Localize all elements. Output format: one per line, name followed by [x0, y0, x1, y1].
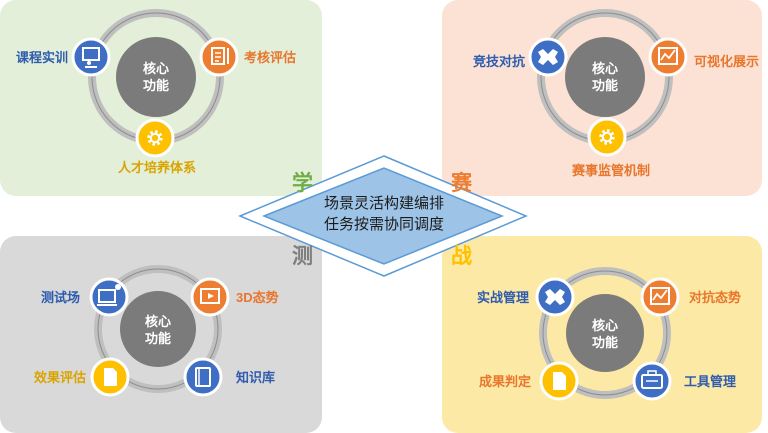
xue-core-line1: 核心 [143, 61, 169, 76]
label-effect-evaluation: 效果评估 [34, 370, 87, 385]
corner-xue: 学 [292, 172, 313, 195]
center-line1: 场景灵活构建编排 [323, 195, 444, 212]
zhan-cluster: 核心 功能 [535, 267, 680, 401]
zhan-core-line2: 功能 [592, 335, 618, 350]
zhan-core [566, 294, 644, 372]
label-test-range: 测试场 [41, 290, 81, 305]
label-contest: 竞技对抗 [473, 54, 526, 69]
sai-core-line1: 核心 [592, 61, 618, 76]
label-course-training: 课程实训 [16, 50, 69, 65]
center-diamond [261, 167, 504, 265]
label-result-judgment: 成果判定 [479, 374, 532, 389]
sai-core [565, 37, 645, 117]
ce-core [120, 291, 196, 367]
confrontation-chart-icon [640, 277, 680, 317]
label-confrontation-situation: 对抗态势 [689, 290, 742, 305]
gear-icon [135, 118, 175, 158]
assessment-icon [199, 37, 239, 77]
knowledge-book-icon [183, 357, 223, 397]
label-visualization: 可视化展示 [694, 54, 760, 69]
toolbox-icon [632, 361, 672, 401]
corner-ce: 测 [292, 245, 313, 268]
ce-cluster: 核心 功能 [89, 265, 230, 397]
label-talent-system: 人才培养体系 [118, 160, 197, 175]
evaluation-doc-icon [90, 357, 130, 397]
zhan-core-line1: 核心 [592, 318, 618, 333]
ce-core-line2: 功能 [145, 331, 171, 346]
label-knowledge-base: 知识库 [236, 370, 276, 385]
visual-display-icon [648, 37, 688, 77]
gear-icon [587, 117, 627, 157]
ce-core-line1: 核心 [145, 314, 171, 329]
3d-situation-icon [190, 277, 230, 317]
corner-sai: 赛 [451, 172, 472, 195]
result-doc-icon [539, 361, 579, 401]
corner-zhan: 战 [451, 245, 472, 268]
label-tool-management: 工具管理 [684, 374, 737, 389]
xue-cluster: 核心 功能 [71, 9, 239, 158]
contest-icon [528, 37, 568, 77]
center-line2: 任务按需协同调度 [323, 216, 444, 233]
training-icon [71, 37, 111, 77]
sai-cluster: 核心 功能 [528, 9, 688, 157]
label-event-supervision: 赛事监管机制 [572, 163, 651, 178]
xue-core [116, 37, 196, 117]
center-caption: 场景灵活构建编排 任务按需协同调度 [296, 193, 472, 235]
label-3d-situation: 3D态势 [236, 290, 279, 305]
label-combat-management: 实战管理 [477, 290, 530, 305]
label-assessment: 考核评估 [244, 50, 297, 65]
test-range-icon [89, 277, 129, 317]
xue-core-line2: 功能 [143, 78, 169, 93]
sai-core-line2: 功能 [592, 78, 618, 93]
combat-manage-icon [535, 277, 575, 317]
